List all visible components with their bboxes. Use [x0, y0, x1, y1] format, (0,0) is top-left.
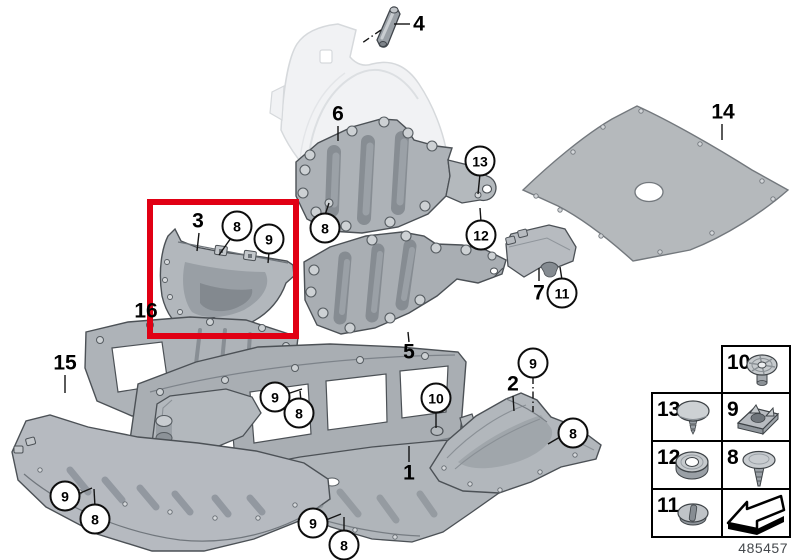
continuation-arrow-icon [726, 494, 786, 535]
part-14-underfloor-panel[interactable] [521, 105, 790, 262]
callout-9-part2[interactable]: 9 [517, 347, 549, 379]
callout-12[interactable]: 12 [465, 219, 497, 251]
part-label-4[interactable]: 4 [413, 12, 425, 36]
part-label-1[interactable]: 1 [403, 461, 415, 485]
part-2-corner-shield[interactable] [429, 392, 602, 494]
part-label-3[interactable]: 3 [192, 209, 204, 233]
callout-11[interactable]: 11 [546, 277, 578, 309]
legend-number-9: 9 [727, 398, 739, 421]
selection-highlight-part-3 [147, 199, 299, 339]
callout-10[interactable]: 10 [420, 382, 452, 414]
callout-9-left[interactable]: 9 [49, 480, 81, 512]
callout-9-part3[interactable]: 9 [253, 223, 285, 255]
fastener-legend: 10 13 9 12 8 11 [651, 345, 792, 543]
wheel-rivet-icon [746, 354, 778, 386]
part-label-6[interactable]: 6 [332, 102, 344, 126]
part-label-15[interactable]: 15 [53, 351, 77, 375]
grommet-icon [675, 451, 709, 480]
sheet-number: 485457 [738, 540, 788, 556]
cap-screw-icon [676, 400, 710, 435]
legend-number-13: 13 [657, 398, 680, 421]
callout-13[interactable]: 13 [464, 145, 496, 177]
part-5-shield[interactable] [303, 230, 507, 335]
part-label-16[interactable]: 16 [134, 299, 158, 323]
callout-8-part3[interactable]: 8 [221, 210, 253, 242]
legend-cell-arrow[interactable] [721, 488, 791, 538]
callout-9-mid[interactable]: 9 [259, 381, 291, 413]
legend-number-10: 10 [727, 351, 750, 374]
turnlock-icon [677, 503, 709, 526]
legend-number-11: 11 [657, 494, 680, 517]
part-label-14[interactable]: 14 [711, 100, 735, 124]
legend-number-8: 8 [727, 446, 739, 469]
part-3-arch-shield[interactable] [159, 227, 295, 334]
part-label-7[interactable]: 7 [533, 281, 545, 305]
part-7-hatch-panel[interactable] [505, 224, 577, 278]
cage-nut-icon [736, 404, 780, 436]
part-4-bracket[interactable] [376, 6, 401, 48]
legend-number-12: 12 [657, 446, 680, 469]
callout-8-part2[interactable]: 8 [557, 417, 589, 449]
part-6-shield[interactable] [295, 116, 497, 234]
part-label-5[interactable]: 5 [403, 340, 415, 364]
push-rivet-icon [742, 450, 776, 487]
callout-8-left[interactable]: 8 [79, 503, 111, 535]
part-label-2[interactable]: 2 [507, 372, 519, 396]
callout-8-bottom[interactable]: 8 [328, 529, 360, 560]
callout-8-part6[interactable]: 8 [309, 212, 341, 244]
callout-9-bottom[interactable]: 9 [297, 507, 329, 539]
callout-8-mid[interactable]: 8 [283, 397, 315, 429]
